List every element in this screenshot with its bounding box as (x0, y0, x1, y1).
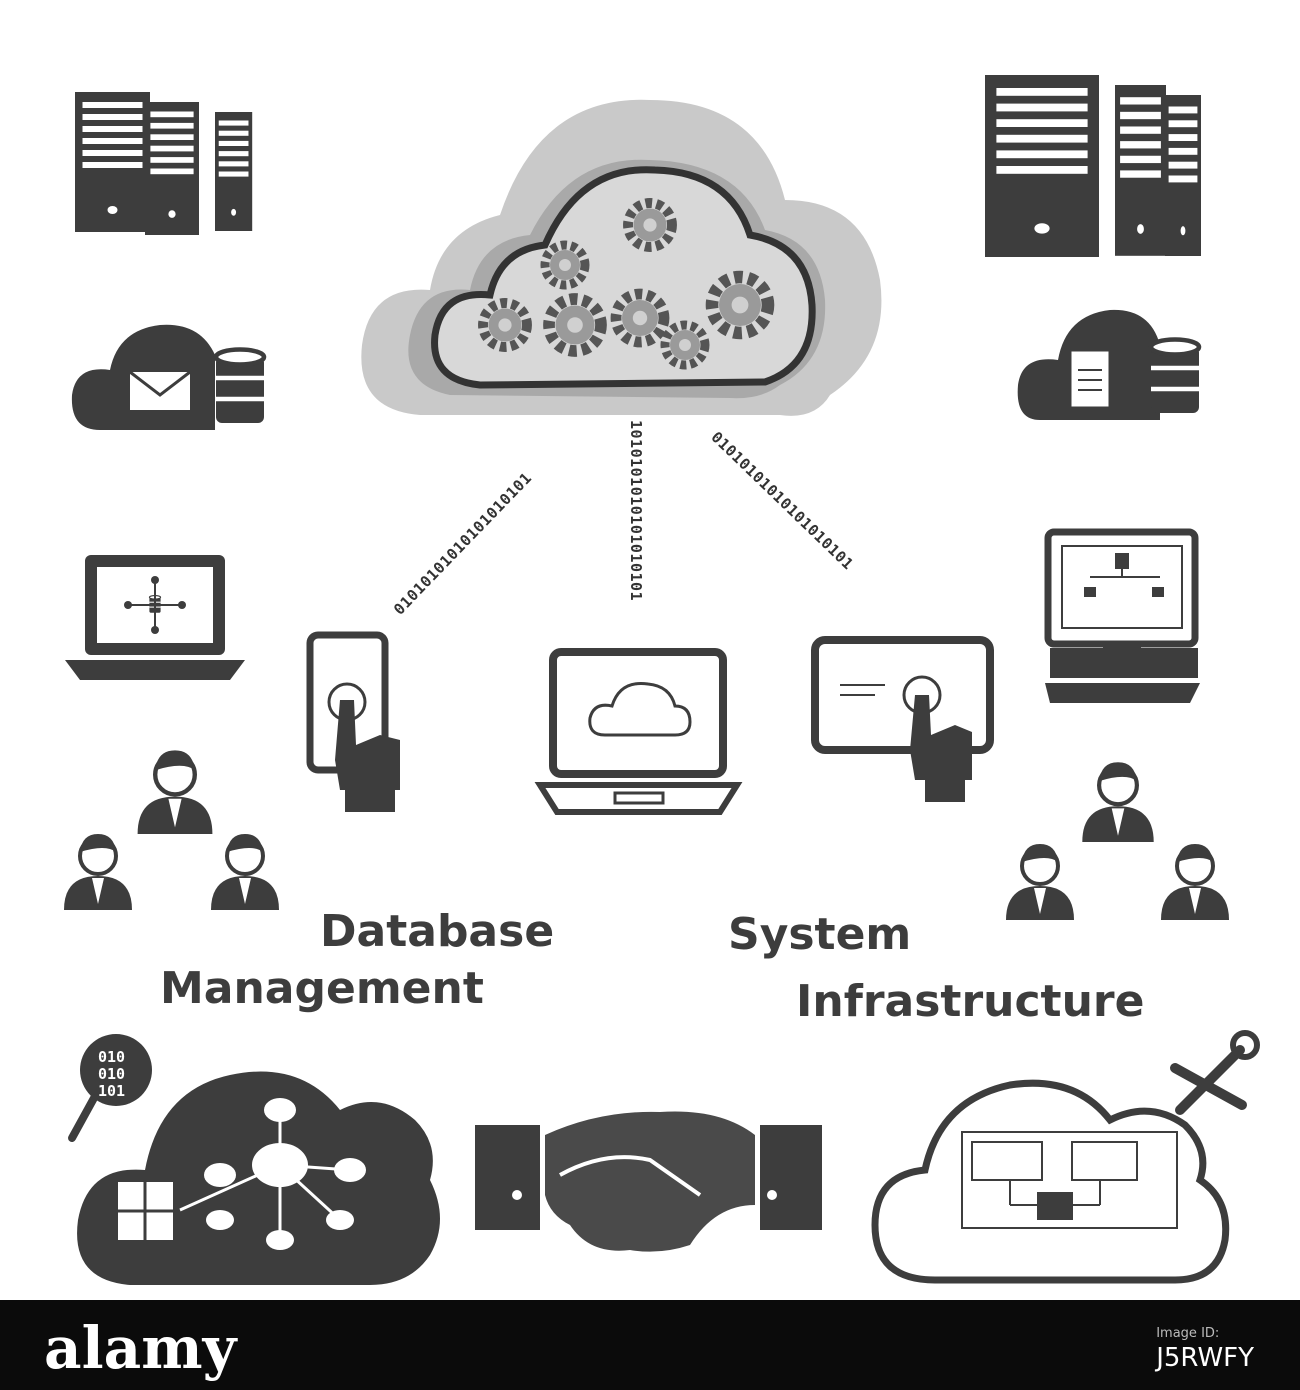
cloud-database-network-icon (77, 1071, 440, 1285)
laptop-cloud-icon (534, 648, 743, 815)
team-people-icon (62, 750, 281, 912)
stock-footer-bar: alamy Image ID: J5RWFY (0, 1300, 1300, 1390)
heading-infrastructure: Infrastructure (796, 976, 1145, 1027)
smartphone-touch-icon (306, 631, 400, 812)
tools-icon (1170, 1030, 1260, 1115)
desktop-network-icon (1044, 528, 1200, 703)
server-rack-icon (985, 75, 1201, 257)
image-id-label: Image ID: (1156, 1326, 1220, 1341)
heading-management: Management (160, 963, 484, 1014)
team-people-icon (1004, 762, 1231, 922)
heading-system: System (728, 909, 912, 960)
binary-stream-center: 1010101010101010101 (627, 420, 645, 602)
stock-logo: alamy (44, 1314, 237, 1382)
illustration-canvas: 010 010 101 (62, 75, 1260, 1285)
laptop-network-icon (65, 555, 245, 680)
cloud-document-database-icon (1017, 309, 1199, 420)
heading-database: Database (320, 906, 555, 957)
tablet-touch-icon (811, 636, 994, 802)
cloud-mail-database-icon (71, 324, 264, 430)
cloud-gears-icon (361, 99, 882, 416)
magnifier-binary-line-3: 101 (98, 1082, 125, 1100)
cloud-infrastructure-icon (871, 1079, 1230, 1284)
magnifier-binary-line-1: 010 (98, 1048, 125, 1066)
server-rack-icon (75, 92, 253, 235)
handshake-icon (475, 1111, 822, 1252)
image-id-block: Image ID: J5RWFY (1156, 1326, 1254, 1373)
image-id-value: J5RWFY (1156, 1343, 1254, 1373)
magnifier-binary-line-2: 010 (98, 1065, 125, 1083)
magnifier-binary-icon: 010 010 101 (68, 1034, 152, 1142)
